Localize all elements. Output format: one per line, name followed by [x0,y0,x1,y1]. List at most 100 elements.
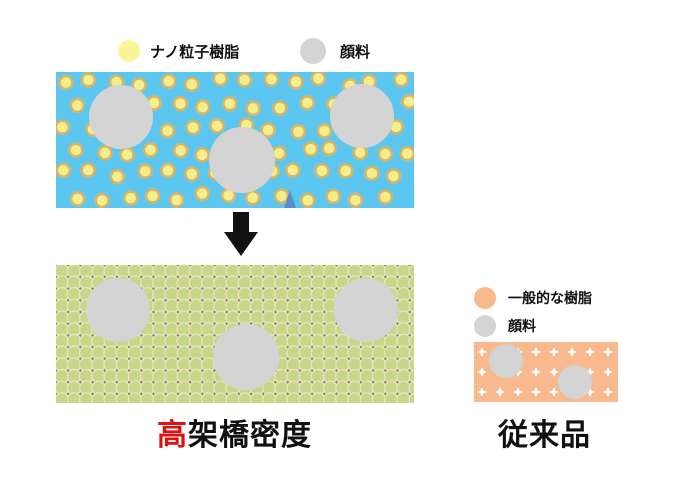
nano-particle [194,147,210,163]
dense-particle [237,392,253,403]
dense-particle [188,392,204,403]
dense-particle [408,275,414,290]
gap-star [567,347,577,357]
caption-first-char: 高 [157,418,188,453]
nano-particle [285,162,301,178]
nano-particle [80,72,97,88]
nano-particle [142,142,159,158]
dense-particle [225,392,241,403]
gap-star [603,387,613,397]
dense-particle [103,392,119,403]
nano-particle [245,100,261,117]
down-arrow-icon [224,212,258,256]
dense-particle [115,392,131,403]
nano-particle [209,118,225,134]
nano-particle [80,162,96,178]
top-legend-nano-resin: ナノ粒子樹脂 [118,40,239,62]
nano-particle [273,188,290,204]
gap-star [477,347,487,357]
nano-particle [160,73,177,90]
nano-particle [185,119,201,136]
nano-particle [321,140,337,156]
nano-particle [288,74,304,90]
nano-particle [337,163,354,179]
dense-particle [286,392,302,403]
dense-particle [91,392,106,403]
nano-particle [137,163,153,179]
gap-star [531,347,541,357]
nano-particle [299,95,316,111]
nano-particle [159,122,176,139]
dense-particle [408,310,414,325]
pigment-particle [89,85,153,149]
gap-star [477,367,487,377]
dense-particle [213,392,228,403]
nano-particle [260,122,276,138]
dense-particle [201,392,216,403]
nano-particle [244,190,261,206]
nano-particle [58,74,74,91]
nano-particle [194,99,211,115]
dense-particle [408,392,414,403]
nano-particle [222,96,238,112]
orange-circle-icon [474,287,496,309]
legend-label-pigment-right: 顔料 [508,319,536,335]
dense-particle [408,265,414,279]
dense-particle [176,392,192,403]
emulsion-diagram [56,72,414,208]
nano-particle [109,168,126,185]
gap-star [585,367,595,377]
nano-particle [347,192,364,208]
gap-star [549,367,559,377]
nano-particle [316,123,333,139]
dense-particle [396,392,411,403]
gap-star [585,387,595,397]
nano-particle [56,162,72,179]
dense-particle [347,392,363,403]
nano-particle [168,192,185,208]
gray-circle-icon [474,315,496,337]
gap-star [495,387,505,397]
pigment-particle [334,278,398,342]
dense-particle [262,392,277,403]
nano-particle [144,188,161,204]
dense-particle [408,287,414,302]
dense-particle [408,334,414,349]
gap-star [603,367,613,377]
pigment-particle [209,127,275,193]
nano-particle [364,165,380,182]
dense-particle [408,345,414,361]
nano-particle [236,72,253,88]
nano-particle [393,72,409,88]
nano-particle [94,192,110,208]
nano-particle [69,191,86,207]
nano-particle [212,72,229,87]
nano-particle [67,142,84,158]
nano-particle [56,119,71,136]
nano-particle [194,185,210,202]
dense-particle [127,392,143,403]
gap-star [585,347,595,357]
dense-film-diagram [56,265,414,403]
dense-particle [310,392,326,403]
dense-particle [408,380,414,396]
gap-star [531,367,541,377]
caption-conventional: 従来品 [498,418,591,453]
nano-particle [172,142,189,159]
right-legend-resin: 一般的な樹脂 [474,287,592,309]
caption-rest: 架橋密度 [188,418,312,453]
nano-particle [302,141,319,157]
nano-particle [69,97,86,114]
gap-star [603,347,613,357]
dense-particle [323,392,338,403]
legend-label-nano-resin: ナノ粒子樹脂 [150,42,240,61]
dense-particle [66,392,82,403]
dense-particle [408,298,414,314]
top-legend-pigment: 顔料 [300,38,370,64]
nano-particle [314,162,330,179]
gray-circle-icon [300,38,326,64]
nano-particle [290,123,307,140]
nano-particle [183,166,200,182]
pigment-particle [330,84,394,148]
dense-particle [56,392,70,403]
